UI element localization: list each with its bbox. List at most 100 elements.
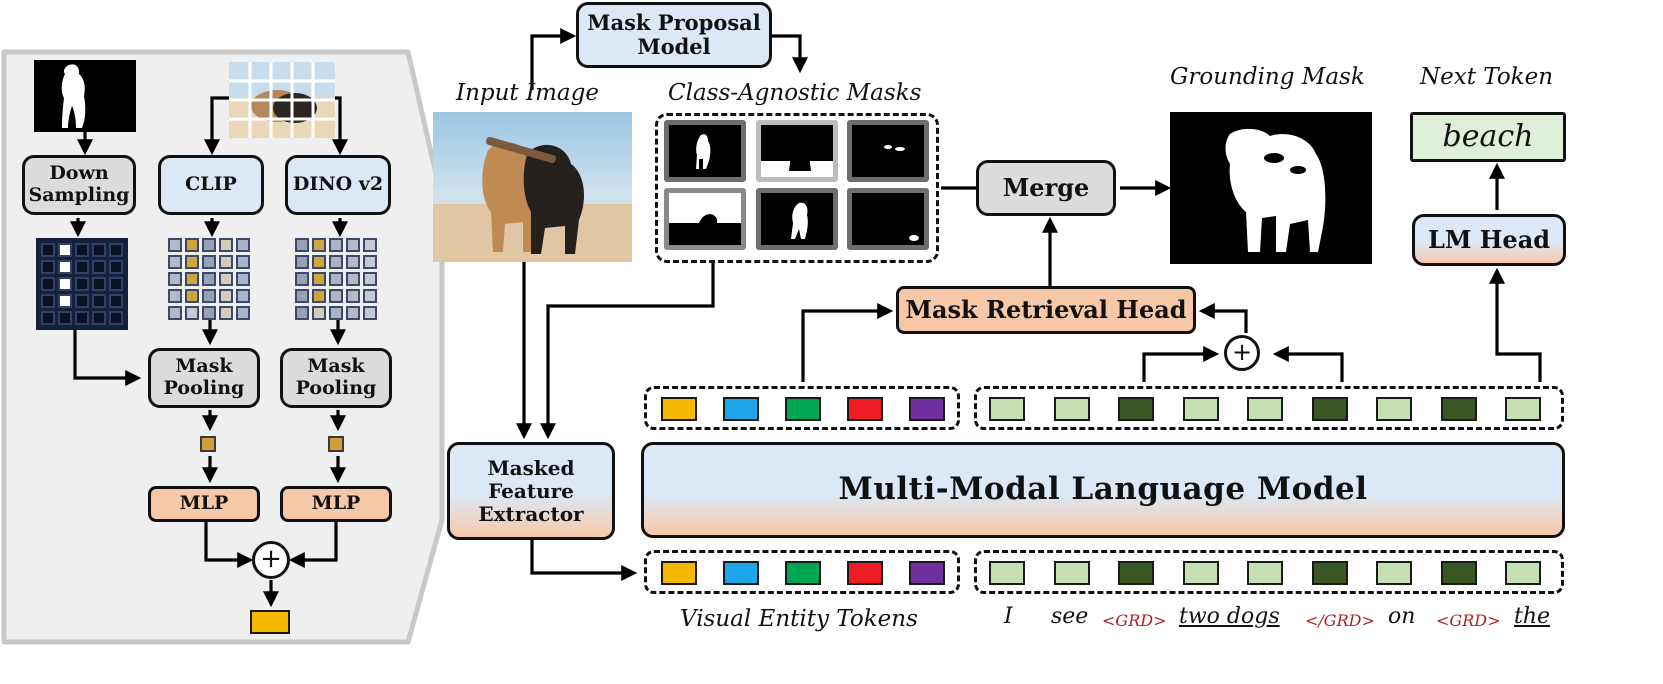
sentence-word-the: the: [1514, 604, 1551, 629]
grd-close-tag: </GRD>: [1305, 611, 1375, 630]
mlp-box-2: MLP: [280, 486, 392, 522]
text-token-bottom-4: [1182, 561, 1219, 585]
grid-cell: [236, 272, 250, 286]
grd-open-tag-1: <GRD>: [1102, 611, 1167, 630]
plus-circle-left: +: [252, 541, 290, 579]
sentence-word-on: on: [1388, 604, 1416, 629]
entity-token-top-3: [785, 397, 821, 421]
text-token-bottom-1: [989, 561, 1025, 585]
grid-cell: [185, 272, 199, 286]
text-tokens-bottom-group: [974, 550, 1564, 594]
entity-tokens-bottom-group: [644, 550, 960, 594]
grid-cell: [92, 311, 106, 325]
text-token-bottom-3: [1118, 561, 1154, 585]
grid-cell: [363, 272, 377, 286]
mask-pooling-box-1: Mask Pooling: [148, 348, 260, 408]
text-token-bottom-2: [1053, 561, 1090, 585]
visual-entity-token-output: [250, 610, 290, 634]
next-token-label: Next Token: [1420, 64, 1554, 90]
text-token-top-4: [1182, 397, 1219, 421]
entity-token-bottom-3: [785, 561, 821, 585]
grid-cell: [219, 238, 233, 252]
grid-cell: [168, 255, 182, 269]
grid-cell: [75, 277, 89, 291]
pooled-feature-2: [328, 436, 344, 452]
arrow-lasttok-lmhead: [1489, 267, 1542, 382]
entity-token-bottom-2: [723, 561, 759, 585]
text-token-bottom-8: [1440, 561, 1477, 585]
grid-cell: [58, 243, 72, 257]
grid-cell: [236, 238, 250, 252]
grid-cell: [75, 294, 89, 308]
grid-cell: [41, 294, 55, 308]
sentence-word-see: see: [1051, 604, 1089, 629]
entity-token-top-2: [723, 397, 759, 421]
grid-cell: [329, 255, 343, 269]
text-token-top-6: [1311, 397, 1348, 421]
grid-cell: [312, 238, 326, 252]
grid-cell: [295, 255, 309, 269]
class-agnostic-masks-group: [655, 113, 939, 263]
mask-thumb-2: [756, 120, 838, 182]
grid-cell: [185, 238, 199, 252]
masked-feature-extractor-box: Masked Feature Extractor: [447, 442, 615, 540]
grd-open-tag-2: <GRD>: [1436, 611, 1501, 630]
grid-cell: [346, 306, 360, 320]
arrow-mlp-plus-1: [204, 522, 254, 568]
grid-cell: [41, 311, 55, 325]
mask-thumb-3: [847, 120, 929, 182]
grid-cell: [75, 243, 89, 257]
entity-token-top-5: [909, 397, 945, 421]
entity-tokens-top-group: [644, 386, 960, 430]
input-image-label: Input Image: [456, 80, 599, 106]
text-token-top-8: [1440, 397, 1477, 421]
grid-cell: [329, 272, 343, 286]
arrow-masks-extractor: [540, 262, 715, 440]
grid-cell: [346, 238, 360, 252]
grid-cell: [202, 306, 216, 320]
arrow-grid-pool: [73, 324, 142, 386]
grid-cell: [41, 277, 55, 291]
grid-cell: [168, 272, 182, 286]
arrow-plus-retrieval: [1198, 303, 1248, 333]
text-token-bottom-5: [1247, 561, 1283, 585]
arrow-tok3-plus: [1142, 346, 1220, 382]
mask-retrieval-head-box: Mask Retrieval Head: [896, 286, 1196, 334]
text-token-top-2: [1053, 397, 1090, 421]
grid-cell: [109, 294, 123, 308]
grid-cell: [92, 260, 106, 274]
clip-box: CLIP: [158, 155, 264, 215]
entity-token-bottom-1: [661, 561, 697, 585]
grid-cell: [312, 306, 326, 320]
clip-feature-grid: [168, 238, 250, 320]
grid-cell: [329, 306, 343, 320]
arrow-entity-retrieval: [801, 303, 894, 382]
entity-token-bottom-5: [909, 561, 945, 585]
grid-cell: [219, 289, 233, 303]
downsampled-mask-grid: [36, 238, 128, 330]
grid-cell: [109, 277, 123, 291]
text-token-bottom-9: [1505, 561, 1541, 585]
dino-box: DINO v2: [285, 155, 391, 215]
grid-cell: [346, 289, 360, 303]
down-sampling-box: Down Sampling: [22, 155, 136, 215]
grid-cell: [236, 289, 250, 303]
grid-cell: [58, 311, 72, 325]
arrow-extractor-tokens: [530, 540, 638, 581]
grid-cell: [219, 255, 233, 269]
text-token-top-1: [989, 397, 1025, 421]
grid-cell: [58, 294, 72, 308]
merge-box: Merge: [976, 160, 1116, 216]
entity-token-bottom-4: [847, 561, 883, 585]
mask-proposal-model-box: Mask Proposal Model: [576, 2, 772, 68]
text-tokens-top-group: [974, 386, 1564, 430]
text-token-bottom-7: [1376, 561, 1412, 585]
grid-cell: [92, 243, 106, 257]
grounding-mask-label: Grounding Mask: [1170, 64, 1365, 90]
grid-cell: [109, 311, 123, 325]
grid-cell: [346, 255, 360, 269]
grid-cell: [295, 306, 309, 320]
lm-head-box: LM Head: [1412, 214, 1566, 266]
